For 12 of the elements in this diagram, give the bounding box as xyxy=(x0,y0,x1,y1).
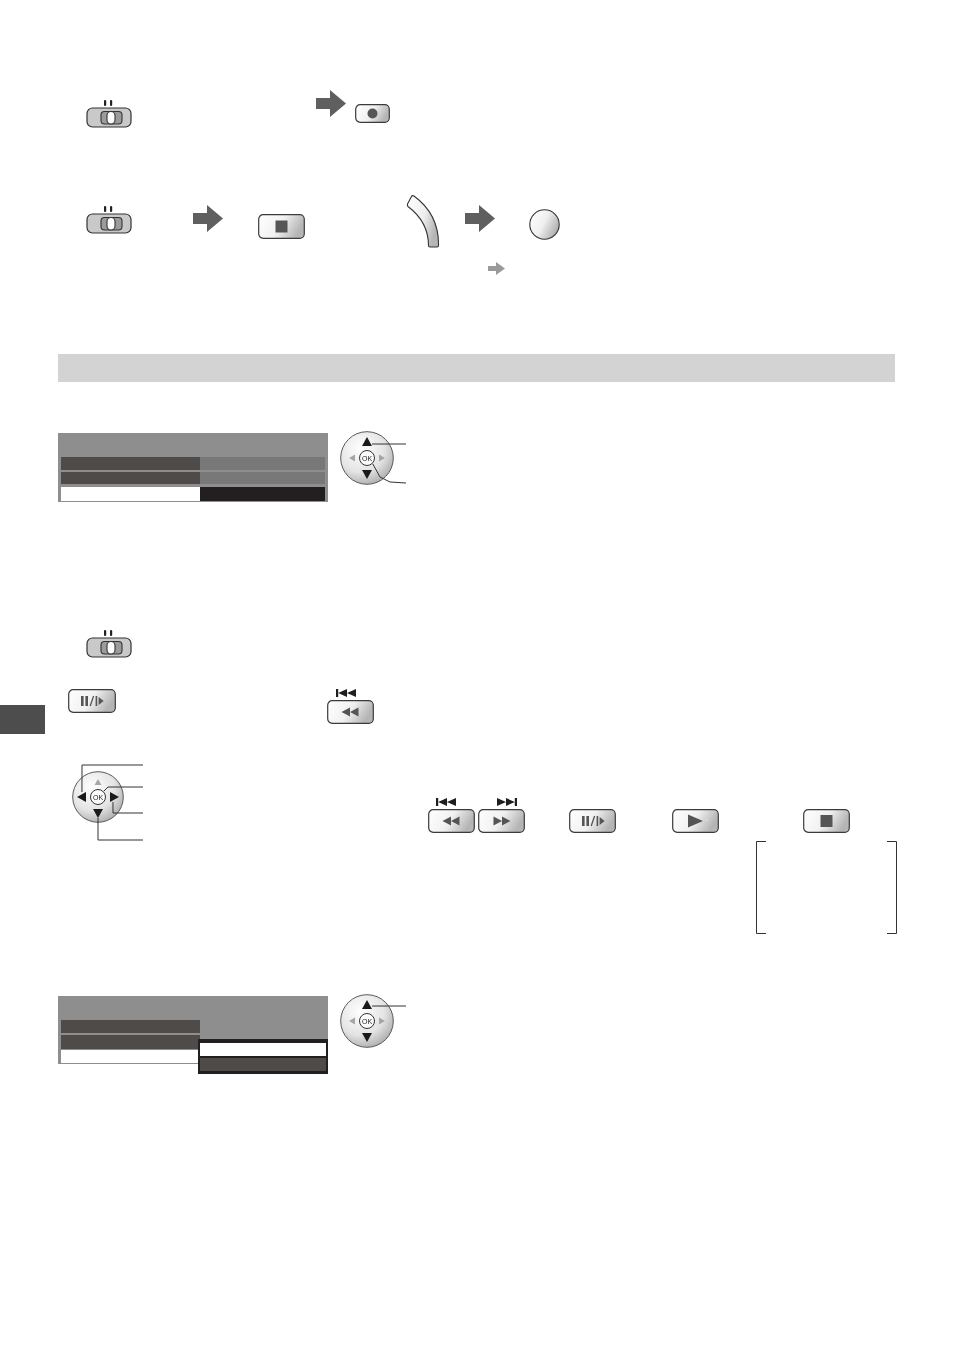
leader-line xyxy=(371,443,407,445)
leader-line xyxy=(103,786,144,792)
leader-line xyxy=(112,801,144,814)
right-arrow-icon xyxy=(110,792,119,802)
down-arrow-icon xyxy=(93,809,103,818)
up-arrow-icon xyxy=(362,437,372,446)
leader-line xyxy=(371,1005,407,1007)
leader-line xyxy=(372,463,407,484)
left-arrow-icon xyxy=(77,792,86,802)
leader-line xyxy=(97,817,144,841)
leader-line xyxy=(81,764,144,793)
up-arrow-icon xyxy=(362,1000,372,1009)
